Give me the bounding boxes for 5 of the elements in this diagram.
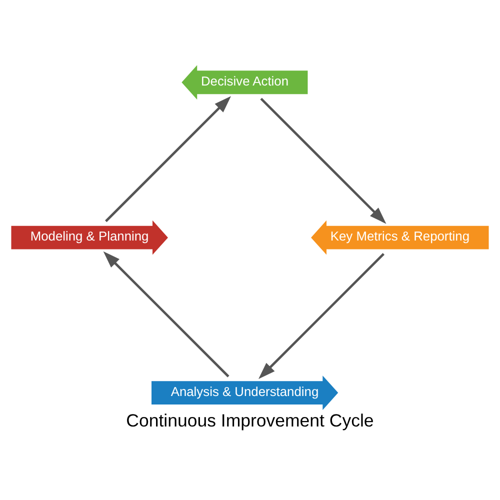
- arrow: [258, 252, 384, 379]
- diagram-title: Continuous Improvement Cycle: [126, 410, 374, 430]
- arrow: [103, 250, 230, 377]
- arrow: [105, 96, 231, 222]
- arrow: [260, 97, 386, 224]
